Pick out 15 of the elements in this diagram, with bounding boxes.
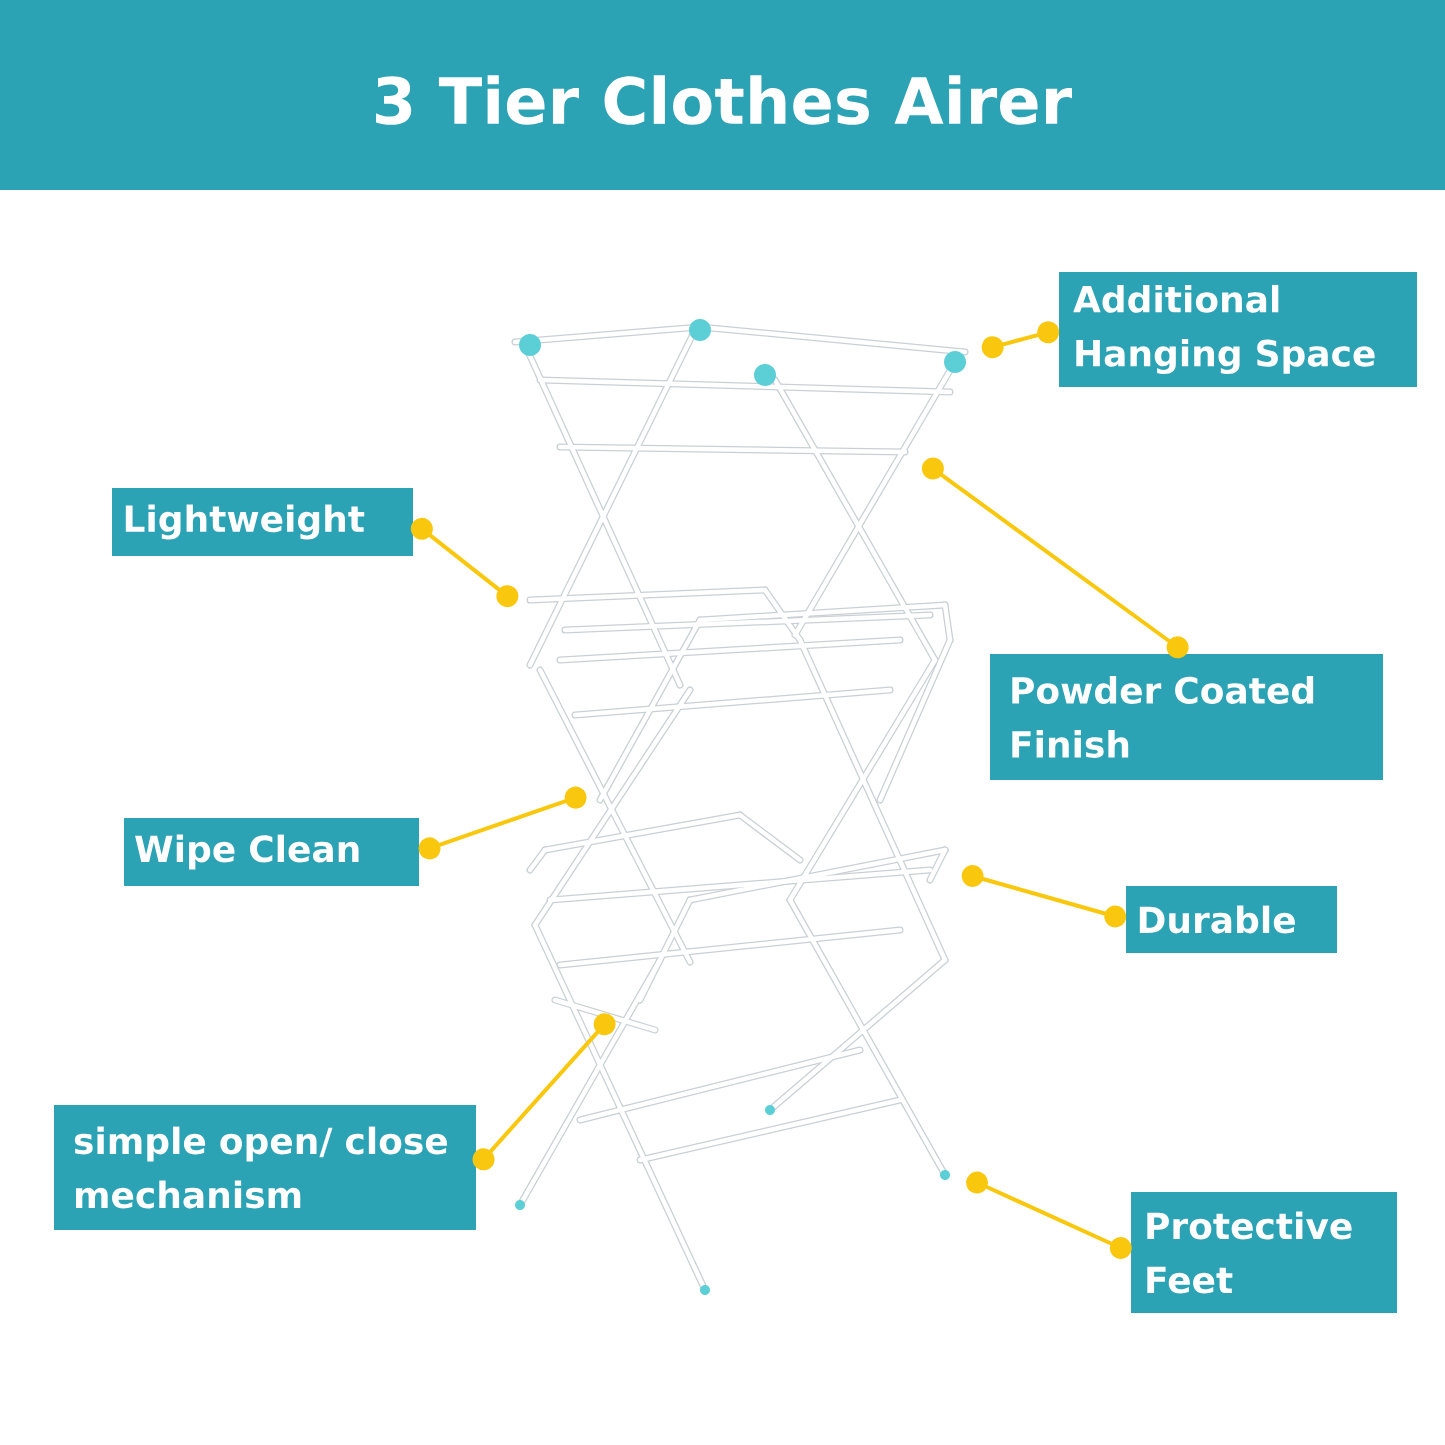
leader-line — [472, 1013, 616, 1171]
leader-line — [966, 1171, 1132, 1259]
leader-line — [961, 865, 1127, 928]
label-box: simple open/ close mechanism — [54, 1105, 476, 1230]
label-box: Additional Hanging Space — [1059, 272, 1417, 387]
title-banner: 3 Tier Clothes Airer — [0, 0, 1445, 190]
leader-line — [410, 517, 519, 608]
leader-line — [981, 321, 1060, 359]
label-box: Lightweight — [112, 488, 413, 556]
label-box: Durable — [1126, 886, 1337, 953]
leader-line — [418, 786, 587, 860]
label-box: Wipe Clean — [124, 818, 419, 886]
leader-line — [921, 457, 1189, 659]
label-box: Powder Coated Finish — [990, 654, 1383, 780]
label-box: Protective Feet — [1131, 1192, 1397, 1313]
